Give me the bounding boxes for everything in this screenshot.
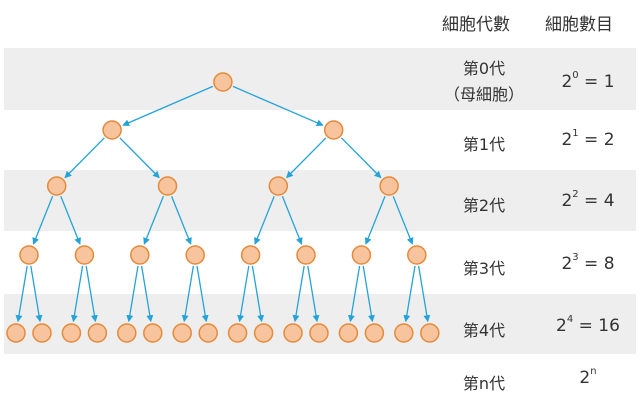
gen-label-0-main: 第0代 [462, 59, 506, 78]
cell-gen2 [379, 176, 399, 196]
division-arrow [307, 265, 320, 323]
division-arrow [364, 195, 386, 245]
division-arrow [392, 195, 414, 245]
cell-gen4 [338, 323, 359, 343]
count-base-3: 2 [561, 254, 573, 274]
division-arrow [292, 265, 305, 323]
cell-gen4 [172, 323, 192, 343]
cell-gen3 [296, 245, 316, 265]
count-base-1: 2 [561, 130, 573, 150]
division-arrow [170, 195, 192, 245]
division-arrow [30, 265, 43, 323]
cell-gen2 [268, 176, 289, 196]
division-arrow [281, 195, 303, 245]
row-band-gen2 [4, 170, 636, 231]
gen-label-0: 第0代 （母細胞） [436, 55, 532, 105]
division-arrow [85, 265, 98, 323]
count-result-4: = 16 [573, 316, 620, 336]
count-formula-3: 23 = 8 [540, 252, 636, 274]
cell-gen3 [130, 245, 150, 265]
division-arrow [181, 265, 195, 323]
division-arrow [140, 265, 154, 323]
division-arrow [251, 265, 265, 323]
cell-gen4 [283, 323, 303, 343]
division-arrow [417, 265, 431, 323]
cell-gen3 [407, 245, 427, 265]
count-formula-2: 22 = 4 [540, 189, 636, 211]
gen-label-1: 第1代 [462, 135, 506, 154]
count-base-2: 2 [561, 191, 573, 211]
division-arrow [70, 265, 84, 323]
gen-label-3: 第3代 [462, 259, 506, 278]
cell-gen4 [394, 323, 414, 343]
cell-gen3 [240, 245, 261, 265]
header-count: 細胞數目 [545, 15, 613, 35]
count-formula-0: 20 = 1 [540, 70, 636, 92]
count-formula-n: 2n [540, 366, 636, 388]
division-arrow [285, 137, 327, 179]
count-result-2: = 4 [578, 191, 615, 211]
cell-gen3 [74, 245, 95, 265]
division-arrow [32, 195, 54, 245]
division-arrow [196, 265, 209, 323]
cell-gen4 [6, 323, 26, 343]
gen-label-4: 第4代 [462, 321, 506, 340]
count-exp-2: 2 [572, 189, 579, 201]
count-formula-4: 24 = 16 [540, 314, 636, 336]
count-result-0: = 1 [578, 72, 615, 92]
cell-gen4 [198, 323, 218, 343]
division-arrow [119, 137, 160, 179]
cell-gen0 [213, 72, 233, 92]
cell-gen3 [185, 245, 205, 265]
header-generation: 細胞代數 [442, 15, 510, 35]
division-arrow [237, 265, 250, 323]
count-exp-1: 1 [572, 128, 579, 140]
cell-gen3 [19, 245, 39, 265]
division-arrow [232, 85, 324, 127]
gen-label-2: 第2代 [462, 196, 506, 215]
cell-gen4 [309, 323, 329, 343]
count-exp-0: 0 [572, 70, 579, 82]
division-arrow [126, 265, 139, 323]
cell-gen1 [102, 120, 122, 140]
division-arrow [64, 137, 105, 179]
cell-gen2 [46, 176, 67, 196]
count-formula-1: 21 = 2 [540, 128, 636, 150]
division-arrow [122, 85, 214, 127]
division-arrow [340, 137, 382, 179]
cell-gen2 [157, 176, 178, 196]
row-band-gen0 [4, 48, 636, 110]
cell-gen4 [117, 323, 137, 343]
cell-gen4 [253, 323, 274, 343]
count-base-4: 2 [556, 316, 567, 336]
division-arrow [403, 265, 416, 323]
cell-gen4 [32, 323, 52, 343]
count-result-1: = 2 [578, 130, 615, 150]
cell-gen4 [227, 323, 248, 343]
cell-gen4 [143, 323, 163, 343]
division-arrow [254, 195, 275, 245]
count-base-0: 2 [561, 72, 573, 92]
count-exp-3: 3 [572, 252, 579, 264]
count-result-3: = 8 [578, 254, 615, 274]
cell-gen4 [61, 323, 82, 343]
cell-gen4 [364, 323, 385, 343]
count-exp-4: 4 [566, 314, 574, 326]
gen-label-n: 第n代 [462, 374, 506, 393]
division-arrow [15, 265, 28, 323]
cell-gen4 [87, 323, 108, 343]
cell-gen4 [420, 323, 440, 343]
division-arrow [143, 195, 165, 245]
count-base-n: 2 [579, 368, 591, 388]
division-arrow [347, 265, 361, 323]
count-exp-n: n [590, 366, 597, 378]
division-arrow [60, 195, 81, 245]
cell-gen3 [351, 245, 372, 265]
division-arrow [362, 265, 375, 323]
cell-gen1 [323, 120, 344, 140]
gen-label-0-sub: （母細胞） [443, 85, 524, 104]
